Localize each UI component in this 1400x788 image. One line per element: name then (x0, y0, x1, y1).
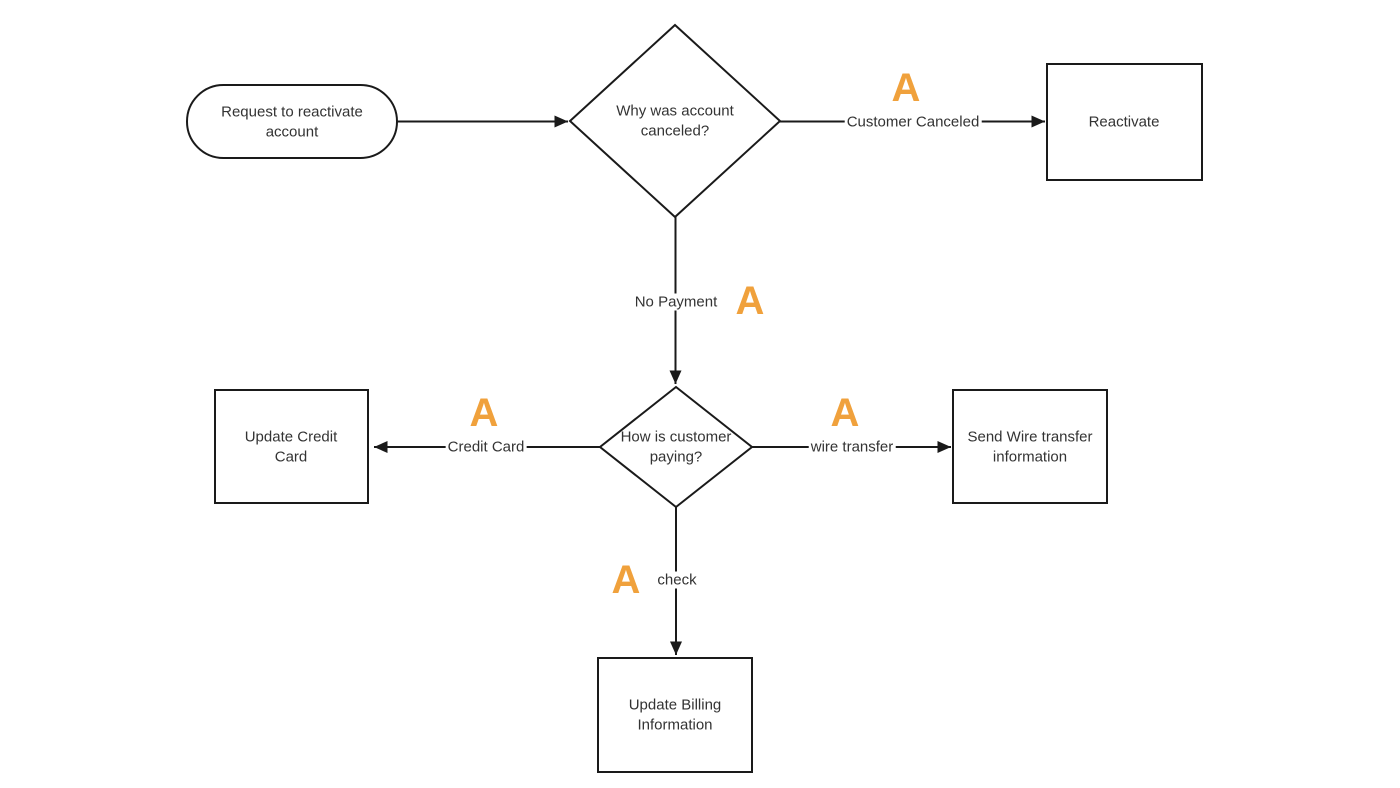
send-wire-process-shape[interactable] (952, 389, 1108, 504)
update-billing-process-shape[interactable] (597, 657, 753, 773)
hotspot-a-no-payment[interactable]: A (735, 279, 765, 323)
no-payment-edge-label: No Payment (632, 293, 720, 311)
update-billing-node-label: Update Billing Information (628, 696, 722, 734)
why-canceled-decision-shape[interactable] (568, 23, 782, 219)
why-canceled-node-label: Why was account canceled? (616, 102, 734, 140)
customer-canceled-edge-label: Customer Canceled (844, 113, 982, 130)
hotspot-a-customer-canceled[interactable]: A (891, 66, 921, 110)
hotspot-a-check[interactable]: A (611, 558, 641, 602)
update-credit-card-node-label: Update Credit Card (244, 428, 338, 466)
wire-transfer-edge-label: wire transfer (808, 438, 896, 456)
how-paying-decision-shape[interactable] (598, 385, 754, 509)
start-terminator-shape[interactable] (186, 84, 398, 159)
hotspot-a-wire-transfer[interactable]: A (830, 391, 860, 435)
hotspot-a-credit-card[interactable]: A (469, 391, 499, 435)
reactivate-node-label: Reactivate (1088, 113, 1160, 131)
update-credit-card-process-shape[interactable] (214, 389, 369, 504)
send-wire-node-label: Send Wire transfer information (967, 428, 1093, 466)
reactivate-process-shape[interactable] (1046, 63, 1203, 181)
how-paying-node-label: How is customer paying? (620, 428, 732, 466)
start-node-label: Request to reactivate account (221, 103, 363, 141)
check-edge-label: check (655, 571, 699, 589)
credit-card-edge-label: Credit Card (445, 438, 527, 456)
